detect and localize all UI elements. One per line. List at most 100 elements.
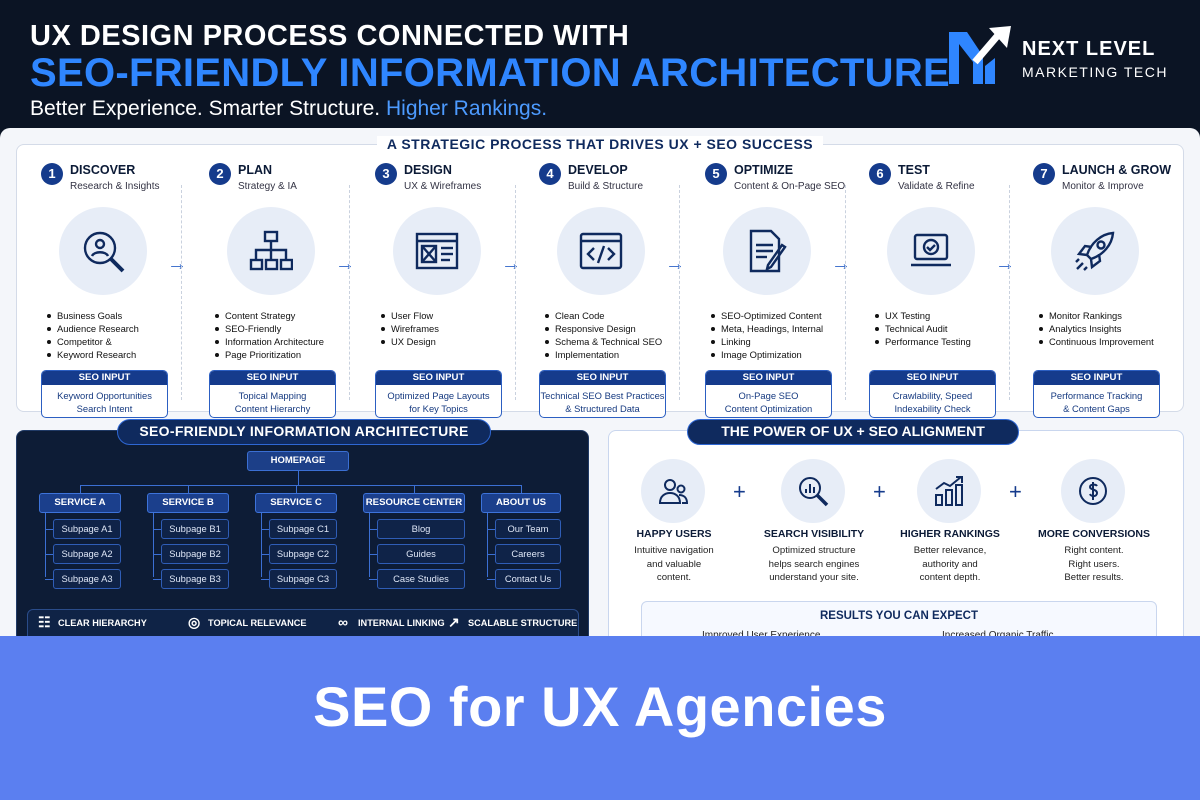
tree-connector xyxy=(487,513,488,577)
target-icon: ◎ xyxy=(188,614,201,630)
seo-input-line: On-Page SEO xyxy=(738,390,799,401)
tree-connector xyxy=(414,485,415,493)
power-desc-line: content. xyxy=(656,572,692,583)
step-name: OPTIMIZE xyxy=(734,163,794,177)
seo-input-line: Keyword Opportunities xyxy=(57,390,152,401)
tree-connector xyxy=(45,554,53,555)
ia-subpage-node[interactable]: Subpage B1 xyxy=(161,519,229,539)
ia-subpage-node[interactable]: Our Team xyxy=(495,519,561,539)
seo-input-line: Performance Tracking xyxy=(1050,390,1143,401)
step-divider xyxy=(349,185,350,400)
power-item-title: HIGHER RANKINGS xyxy=(900,528,1000,540)
step-icon-circle xyxy=(723,207,811,295)
seo-input-line: Indexability Check xyxy=(894,402,971,414)
ia-subpage-node[interactable]: Guides xyxy=(377,544,465,564)
ia-feature-label: TOPICAL RELEVANCE xyxy=(208,618,307,628)
power-desc-line: Better relevance, xyxy=(913,545,987,556)
ia-subpage-node[interactable]: Subpage C1 xyxy=(269,519,337,539)
plus-icon: + xyxy=(1009,479,1022,504)
ia-category-node[interactable]: RESOURCE CENTER xyxy=(363,493,465,513)
ia-subpage-node[interactable]: Contact Us xyxy=(495,569,561,589)
step-subtitle: Monitor & Improve xyxy=(1062,181,1144,192)
ia-category-node[interactable]: ABOUT US xyxy=(481,493,561,513)
ia-subpage-node[interactable]: Subpage A1 xyxy=(53,519,121,539)
step-number: 1 xyxy=(41,163,63,185)
ia-subpage-node[interactable]: Subpage C3 xyxy=(269,569,337,589)
seo-input-label: SEO INPUT xyxy=(376,371,501,385)
step-divider xyxy=(1009,185,1010,400)
tree-connector xyxy=(369,554,377,555)
ia-title: SEO-FRIENDLY INFORMATION ARCHITECTURE xyxy=(117,419,491,445)
result-item: Improved User Experience xyxy=(702,630,820,641)
step-icon-circle xyxy=(1051,207,1139,295)
ia-subpage-node[interactable]: Blog xyxy=(377,519,465,539)
step-subtitle: UX & Wireframes xyxy=(404,181,482,192)
power-item-title: SEARCH VISIBILITY xyxy=(763,528,865,540)
arrow-right-icon: → xyxy=(665,253,685,275)
ia-subpage-node[interactable]: Subpage C2 xyxy=(269,544,337,564)
step-icon-circle xyxy=(227,207,315,295)
tree-connector xyxy=(261,529,269,530)
step-divider xyxy=(679,185,680,400)
seo-input-body: Technical SEO Best Practices& Structured… xyxy=(540,385,665,415)
ia-subpage-node[interactable]: Case Studies xyxy=(377,569,465,589)
hierarchy-icon: ☷ xyxy=(38,614,51,630)
seo-input-line: & Structured Data xyxy=(565,402,640,414)
seo-input-line: for Key Topics xyxy=(409,402,468,414)
tree-connector xyxy=(153,554,161,555)
step-bullet: Linking xyxy=(709,335,859,348)
arrow-right-icon: → xyxy=(831,253,851,275)
seo-input-line: Search Intent xyxy=(76,402,133,414)
seo-input-label: SEO INPUT xyxy=(42,371,167,385)
step-bullet: Technical Audit xyxy=(873,322,1023,335)
process-title: A STRATEGIC PROCESS THAT DRIVES UX + SEO… xyxy=(17,136,1183,154)
power-desc-line: Right content. xyxy=(1064,545,1124,556)
tree-connector xyxy=(153,529,161,530)
seo-input-body: Performance Tracking& Content Gaps xyxy=(1034,385,1159,415)
ia-category-node[interactable]: SERVICE A xyxy=(39,493,121,513)
step-divider xyxy=(181,185,182,400)
tree-connector xyxy=(45,513,46,577)
ia-subpage-node[interactable]: Careers xyxy=(495,544,561,564)
step-icon-circle xyxy=(887,207,975,295)
step-icon-circle xyxy=(393,207,481,295)
tree-connector xyxy=(153,513,154,577)
step-bullet: UX Testing xyxy=(873,309,1023,322)
power-desc-line: understand your site. xyxy=(769,572,859,583)
step-divider xyxy=(845,185,846,400)
power-desc-line: authority and xyxy=(922,558,978,570)
step-bullet: UX Design xyxy=(379,335,529,348)
ia-category-node[interactable]: SERVICE C xyxy=(255,493,337,513)
seo-input-label: SEO INPUT xyxy=(870,371,995,385)
title-line-1: UX DESIGN PROCESS CONNECTED WITH xyxy=(30,20,630,52)
seo-input-label: SEO INPUT xyxy=(706,371,831,385)
step-subtitle: Content & On-Page SEO xyxy=(734,181,846,192)
step-bullet: SEO-Friendly xyxy=(213,322,363,335)
power-item-title: HAPPY USERS xyxy=(636,528,712,540)
header: UX DESIGN PROCESS CONNECTED WITH SEO-FRI… xyxy=(0,0,1200,130)
step-number: 4 xyxy=(539,163,561,185)
ia-root-node: HOMEPAGE xyxy=(247,451,349,471)
ia-subpage-node[interactable]: Subpage A2 xyxy=(53,544,121,564)
ia-subpage-node[interactable]: Subpage A3 xyxy=(53,569,121,589)
step-bullet: Performance Testing xyxy=(873,335,1023,348)
ia-category-node[interactable]: SERVICE B xyxy=(147,493,229,513)
ia-subpage-node[interactable]: Subpage B3 xyxy=(161,569,229,589)
tree-connector xyxy=(261,513,262,577)
ia-subpage-node[interactable]: Subpage B2 xyxy=(161,544,229,564)
result-item: Increased Organic Traffic xyxy=(942,630,1054,641)
arrow-right-icon: → xyxy=(501,253,521,275)
arrow-right-icon: → xyxy=(167,253,187,275)
plus-icon: + xyxy=(733,479,746,504)
